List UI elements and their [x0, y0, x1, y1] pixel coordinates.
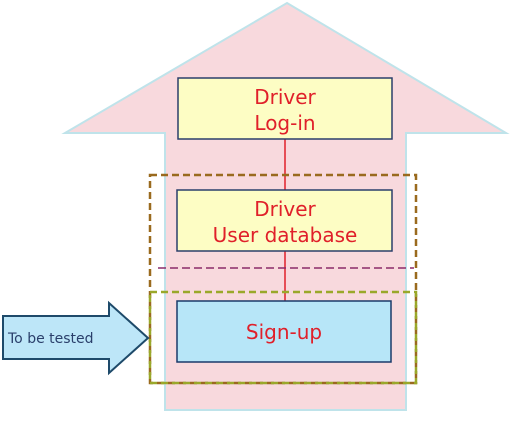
login-driver-box: Driver Log-in: [177, 77, 393, 140]
signup-rect: [176, 300, 392, 363]
userdb-driver-line2: User database: [213, 223, 358, 247]
signup-box: Sign-up: [176, 300, 392, 363]
to-be-tested-label: To be tested: [7, 331, 94, 347]
userdb-driver-line1: Driver: [254, 197, 316, 221]
login-driver-line1: Driver: [254, 85, 316, 109]
to-be-tested-arrow: To be tested: [2, 300, 150, 376]
userdb-driver-box: Driver User database: [176, 189, 393, 252]
login-driver-line2: Log-in: [254, 111, 315, 135]
signup-label: Sign-up: [246, 320, 322, 344]
login-driver-rect: [177, 77, 393, 140]
to-be-tested-arrow-shape: [2, 300, 150, 376]
signup-dashed-group: [148, 290, 418, 385]
userdb-driver-rect: [176, 189, 393, 252]
